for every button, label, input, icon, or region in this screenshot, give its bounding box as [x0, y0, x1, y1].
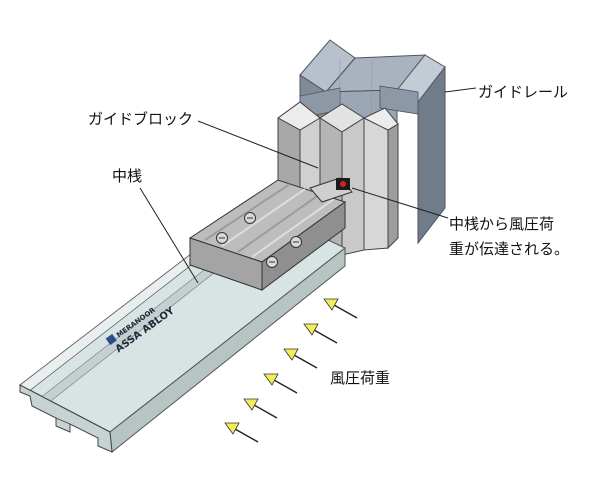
label-load-transfer-2: 重が伝達される。	[449, 240, 569, 258]
leader-mullion	[139, 187, 199, 284]
logo-mark-icon	[105, 333, 117, 346]
leader-load-transfer	[351, 187, 449, 219]
contact-point-icon	[336, 178, 350, 190]
label-mullion: 中桟	[112, 167, 142, 185]
wind-load-arrows	[224, 298, 358, 443]
wind-arrow-icon	[243, 398, 278, 419]
leader-guide-block	[197, 120, 319, 169]
guide-block-plate	[188, 177, 353, 291]
bolt-icon	[290, 236, 302, 248]
wind-arrow-icon	[283, 348, 318, 369]
leader-guide-rail	[444, 87, 477, 93]
wind-arrow-icon	[224, 422, 259, 443]
label-guide-block: ガイドブロック	[88, 110, 193, 128]
bolt-icon	[244, 212, 256, 224]
label-wind-load: 風圧荷重	[330, 369, 390, 387]
label-load-transfer-1: 中桟から風圧荷	[449, 215, 554, 233]
wind-arrow-icon	[263, 373, 298, 394]
bolt-icon	[266, 256, 278, 268]
label-guide-rail: ガイドレール	[478, 83, 568, 101]
bolt-icon	[216, 232, 228, 244]
leader-lines	[139, 87, 477, 284]
wind-arrow-icon	[303, 323, 338, 344]
wind-arrow-icon	[323, 298, 358, 319]
